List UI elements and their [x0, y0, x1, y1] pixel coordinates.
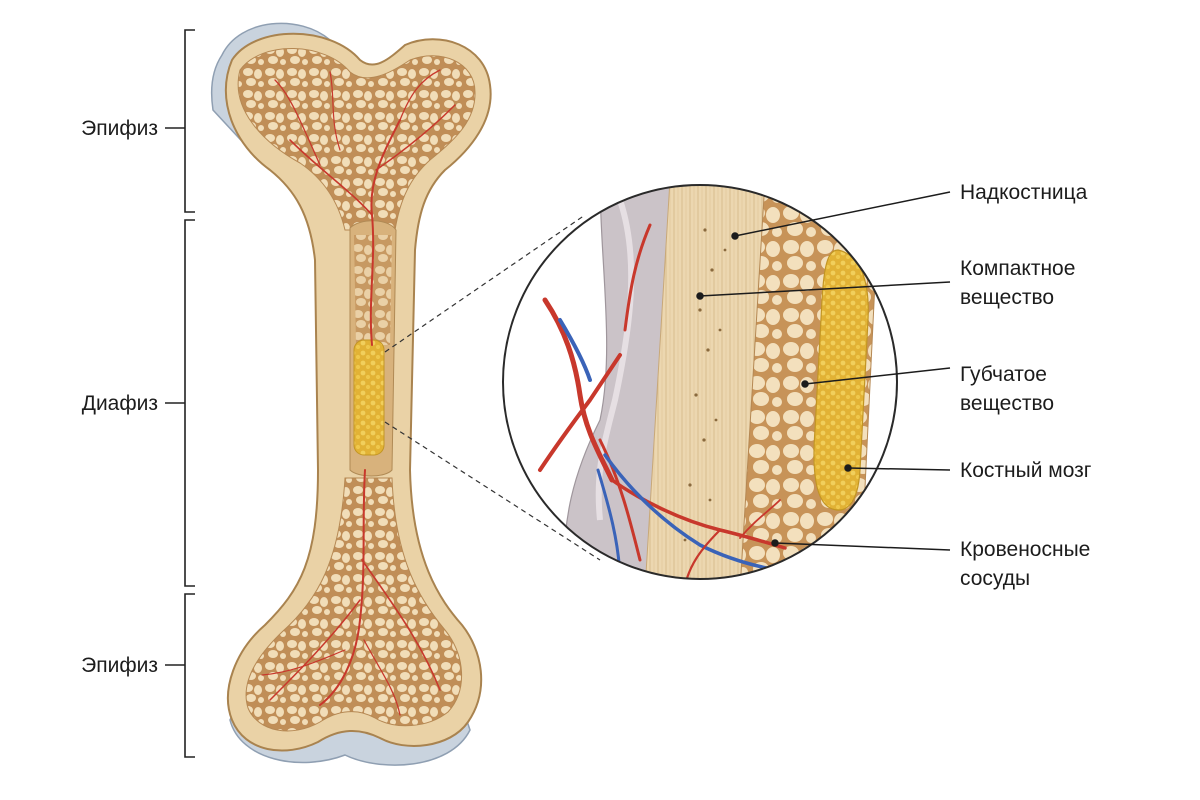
label-diaphysis: Диафиз — [81, 392, 158, 415]
label-spongy-line2: вещество — [960, 392, 1055, 415]
long-bone — [210, 22, 492, 766]
epiphysis-bracket-bottom — [165, 593, 195, 758]
bone-vessels — [261, 69, 456, 716]
label-vessels-line2: сосуды — [960, 567, 1031, 590]
label-epiphysis-bottom: Эпифиз — [81, 654, 158, 677]
label-compact-bone: Компактное вещество — [960, 254, 1075, 312]
spongy-bone-top — [237, 48, 476, 231]
label-bone-marrow: Костный мозг — [960, 459, 1092, 482]
diaphysis-bracket — [165, 219, 195, 587]
compact-bone-layer — [644, 185, 771, 579]
label-compact-line2: вещество — [960, 286, 1055, 309]
label-periosteum: Надкостница — [960, 181, 1088, 204]
epiphysis-bracket-top — [165, 29, 195, 213]
pointer-lines — [696, 191, 951, 551]
label-compact-line1: Компактное — [960, 257, 1076, 280]
label-vessels-line1: Кровеносные — [960, 538, 1091, 561]
magnified-vessels — [538, 223, 792, 579]
label-spongy-line1: Губчатое — [960, 363, 1047, 386]
label-epiphysis-top: Эпифиз — [81, 117, 158, 140]
zoom-guide-lines — [384, 214, 601, 561]
label-blood-vessels: Кровеносные сосуды — [960, 535, 1090, 593]
bone-marrow-yellow — [353, 339, 385, 456]
magnified-section — [502, 184, 898, 580]
label-spongy-bone: Губчатое вещество — [960, 360, 1054, 418]
